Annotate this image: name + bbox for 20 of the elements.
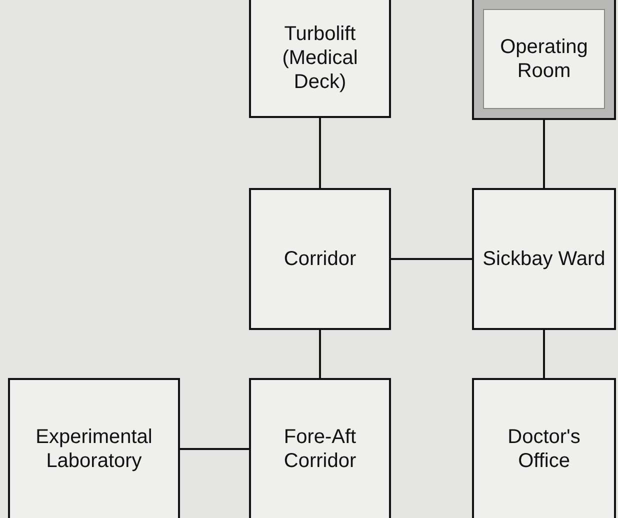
connector-line [319,118,321,188]
room-label: Corridor [282,247,358,271]
room-box [249,188,391,330]
room-box [8,378,180,518]
room-label: Operating Room [499,35,589,83]
highlighted-room-box [472,0,616,120]
room-box [249,378,391,518]
connector-line [180,448,249,450]
room-box [472,188,616,330]
connector-line [543,330,545,378]
connector-line [319,330,321,378]
room-label: Experimental Laboratory [34,425,154,473]
room-box [472,378,616,518]
connector-line [391,258,472,260]
room-label: Doctor's Office [506,425,582,473]
connector-line [543,120,545,188]
room-box [249,0,391,118]
room-label: Turbolift (Medical Deck) [281,22,359,94]
room-label: Sickbay Ward [482,247,606,271]
room-label: Fore-Aft Corridor [282,425,358,473]
